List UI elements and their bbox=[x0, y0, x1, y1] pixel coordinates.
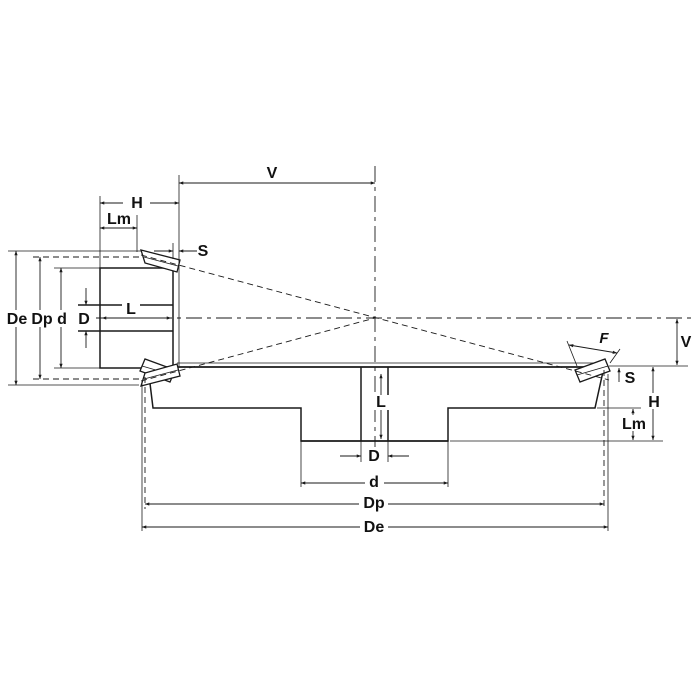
label-h-right: H bbox=[648, 394, 660, 411]
center-lines bbox=[96, 166, 693, 447]
label-lm-top: Lm bbox=[107, 211, 131, 228]
label-dp-bottom: Dp bbox=[363, 495, 385, 512]
label-f-gear: F bbox=[599, 330, 609, 347]
dimension-lines bbox=[14, 181, 679, 529]
label-de-left: De bbox=[7, 311, 28, 328]
label-d-left: d bbox=[57, 311, 67, 328]
label-v-right: V bbox=[681, 334, 692, 351]
label-s-gear: S bbox=[625, 370, 636, 387]
label-bore-d-left: D bbox=[78, 311, 90, 328]
label-de-bottom: De bbox=[364, 519, 385, 536]
label-dp-left: Dp bbox=[31, 311, 53, 328]
labels: V H Lm S De Dp d D L F V S H Lm L D d Dp… bbox=[7, 165, 692, 536]
label-bore-d-bottom: D bbox=[368, 448, 380, 465]
label-l-gear: L bbox=[376, 394, 386, 411]
label-v-top: V bbox=[267, 165, 278, 182]
label-lm-right: Lm bbox=[622, 416, 646, 433]
pinion-teeth bbox=[140, 249, 181, 387]
label-d-hub-bottom: d bbox=[369, 474, 379, 491]
label-h-top: H bbox=[131, 195, 143, 212]
label-backgrounds bbox=[4, 194, 663, 534]
label-s-pinion: S bbox=[198, 243, 209, 260]
dim-f-gear bbox=[568, 344, 618, 354]
label-l-pinion: L bbox=[126, 301, 136, 318]
